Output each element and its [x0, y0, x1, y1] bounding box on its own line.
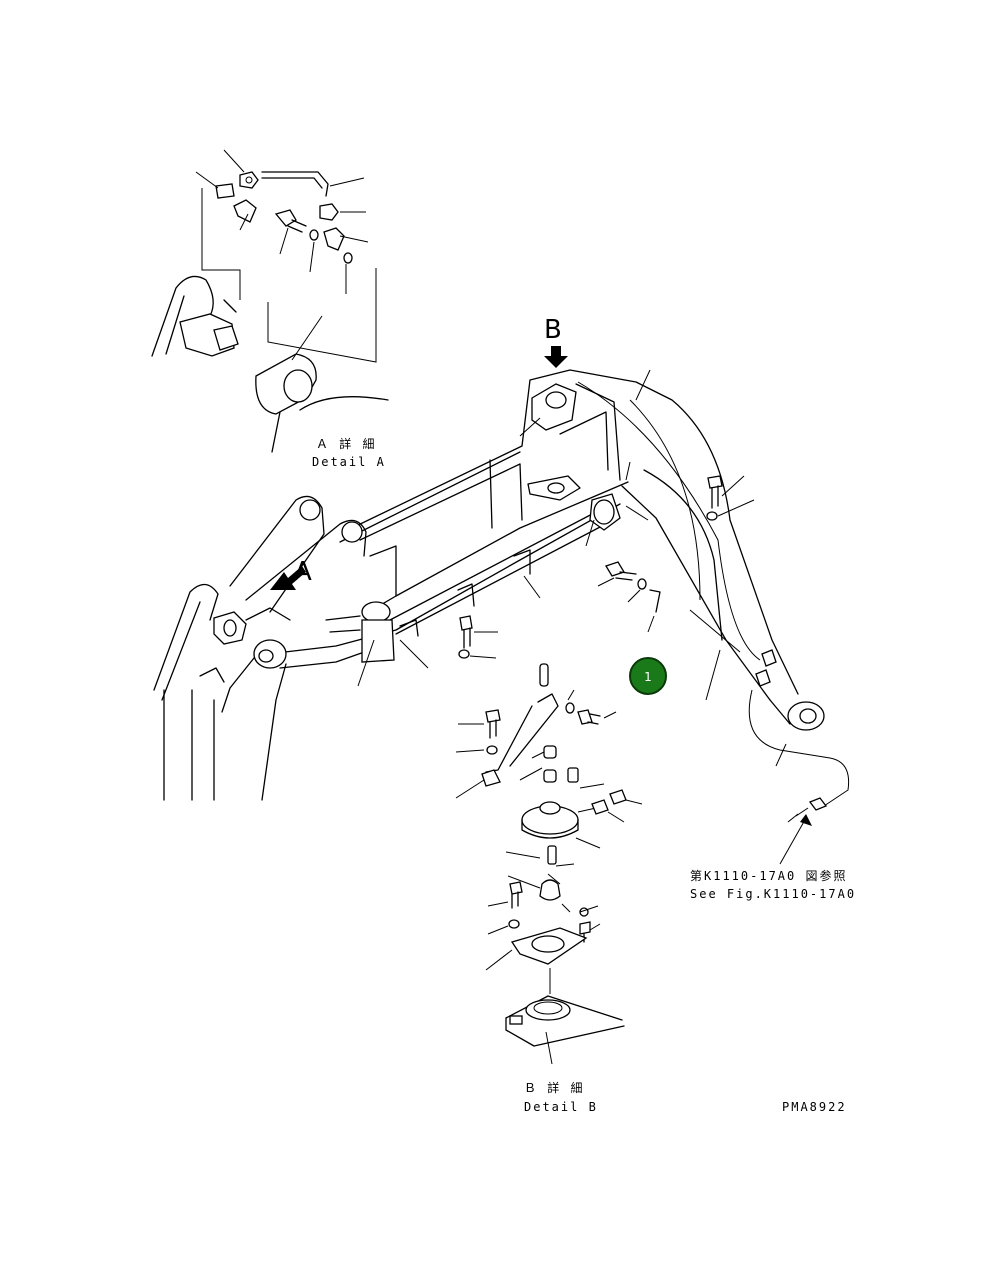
detail-b-title-en[interactable]: Detail B	[524, 1100, 598, 1114]
view-label-a[interactable]: A	[294, 557, 312, 587]
detail-b-title-jp[interactable]: Ｂ 詳 細	[524, 1080, 584, 1095]
boom-hardware	[357, 369, 787, 767]
callout-marker[interactable]: 1	[629, 657, 667, 695]
boom-assembly	[153, 369, 850, 823]
callout-number[interactable]: 1	[644, 670, 652, 684]
view-arrow-a	[270, 566, 306, 590]
view-label-b[interactable]: B	[544, 315, 562, 345]
reference-jp[interactable]: 第K1110-17A0 図参照	[690, 868, 847, 883]
view-arrow-b	[544, 346, 568, 368]
detail-a-drawing	[151, 149, 389, 453]
drawing-number: PMA8922	[782, 1100, 847, 1114]
detail-a-title-jp[interactable]: Ａ 詳 細	[316, 436, 376, 451]
detail-b-drawing	[455, 663, 643, 1065]
detail-a-title-en[interactable]: Detail A	[312, 455, 386, 469]
reference-en[interactable]: See Fig.K1110-17A0	[690, 887, 856, 901]
reference-arrow	[779, 814, 812, 865]
